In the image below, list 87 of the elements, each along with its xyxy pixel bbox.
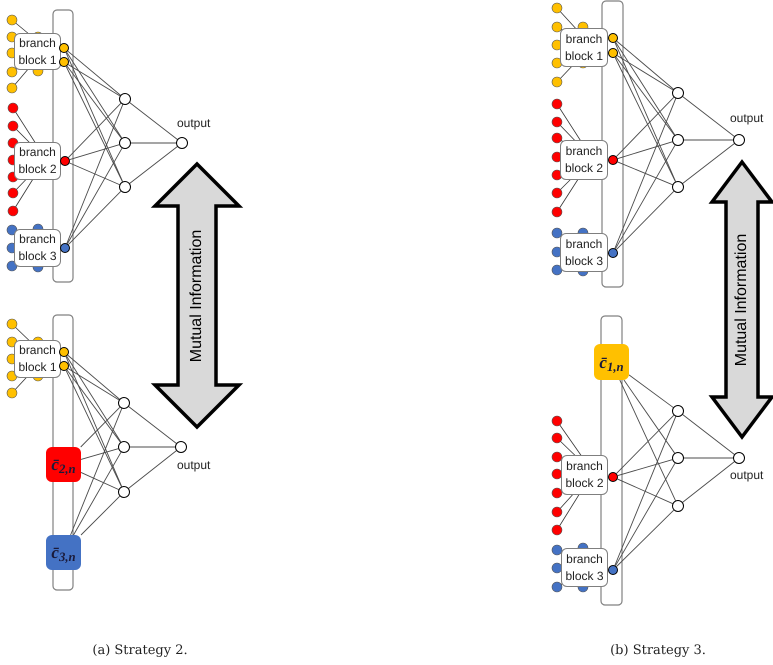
connection-line [68,102,122,158]
connection-line [617,141,673,159]
panel-caption: (b) Strategy 3. [610,642,706,660]
connection-line [80,448,119,460]
connection-line [682,414,735,455]
connection-line [615,42,676,136]
neuron-node [733,452,745,464]
connection-line [128,450,177,489]
connection-line [617,161,673,186]
connection-line [66,66,122,139]
neuron-node [119,93,131,105]
branch-block: branch block 1 [14,33,61,70]
output-label: output [177,458,210,472]
connection-line [624,380,676,454]
neuron-node [119,181,131,193]
connection-line [130,142,176,144]
connection-line [616,96,674,157]
connection-line [682,143,735,184]
branch-block: branch block 3 [14,229,61,267]
connection-line [66,356,122,442]
connection-line [67,354,120,400]
connection-line [130,446,176,448]
connection-line [129,102,178,140]
connection-line [80,472,119,490]
branch-block: branch block 2 [560,140,608,180]
connection-line [617,459,673,476]
double-block-arrow [708,159,773,440]
connection-line [67,50,121,96]
neuron-node [175,441,187,453]
connection-line [616,40,674,90]
neuron-node [672,405,684,417]
branch-block: branch block 1 [560,28,608,67]
connection-line [616,414,674,474]
connection-line [616,56,675,136]
connection-line [68,64,120,96]
connection-line [615,462,676,566]
connection-line [69,144,120,160]
connection-line [614,416,676,566]
neuron-node [176,137,188,149]
connection-line [66,370,121,443]
branch-block: branch block 2 [561,455,608,495]
branch-block: branch block 3 [561,548,608,587]
neuron-node [118,441,130,453]
output-label: output [730,111,764,125]
connection-line [67,148,122,244]
connection-line [628,374,674,408]
neuron-node [672,452,684,464]
neuron-node [118,397,130,409]
branch-block: branch block 1 [14,340,61,378]
edge-label: Mutual Information [733,233,751,366]
connection-line [682,96,735,137]
connection-line [66,52,122,138]
neuron-node [672,87,684,99]
connection-line [66,104,124,244]
connection-line [616,55,674,90]
panel-caption: (a) Strategy 2. [92,642,188,660]
feature-box: c̄$_{1,n}$ [594,344,629,380]
connection-line [616,510,674,567]
neuron-node [672,500,684,512]
connection-line [69,162,120,186]
feature-box: c̄$_{3,n}$ [46,535,81,570]
connection-line [615,144,676,250]
branch-block: branch block 3 [560,233,608,272]
connection-line [80,406,120,448]
connection-line [682,461,735,503]
connection-line [70,408,122,536]
connection-line [614,98,676,249]
connection-line [619,380,676,501]
edge-label: Mutual Information [188,229,206,362]
neuron-node [672,134,684,146]
neuron-node [733,134,745,146]
connection-line [68,190,122,245]
connection-line [617,478,673,504]
branch-block: branch block 2 [14,142,61,180]
double-block-arrow [150,162,244,430]
neuron-node [118,486,130,498]
connection-line [80,496,120,536]
connection-line [73,452,122,536]
connection-line [616,190,674,250]
neuron-node [119,137,131,149]
output-label: output [177,116,210,130]
connection-line [128,406,177,444]
feature-box: c̄$_{2,n}$ [46,447,81,482]
connection-line [129,146,178,184]
neuron-node [672,181,684,193]
connection-line [68,368,120,400]
output-label: output [730,468,764,482]
